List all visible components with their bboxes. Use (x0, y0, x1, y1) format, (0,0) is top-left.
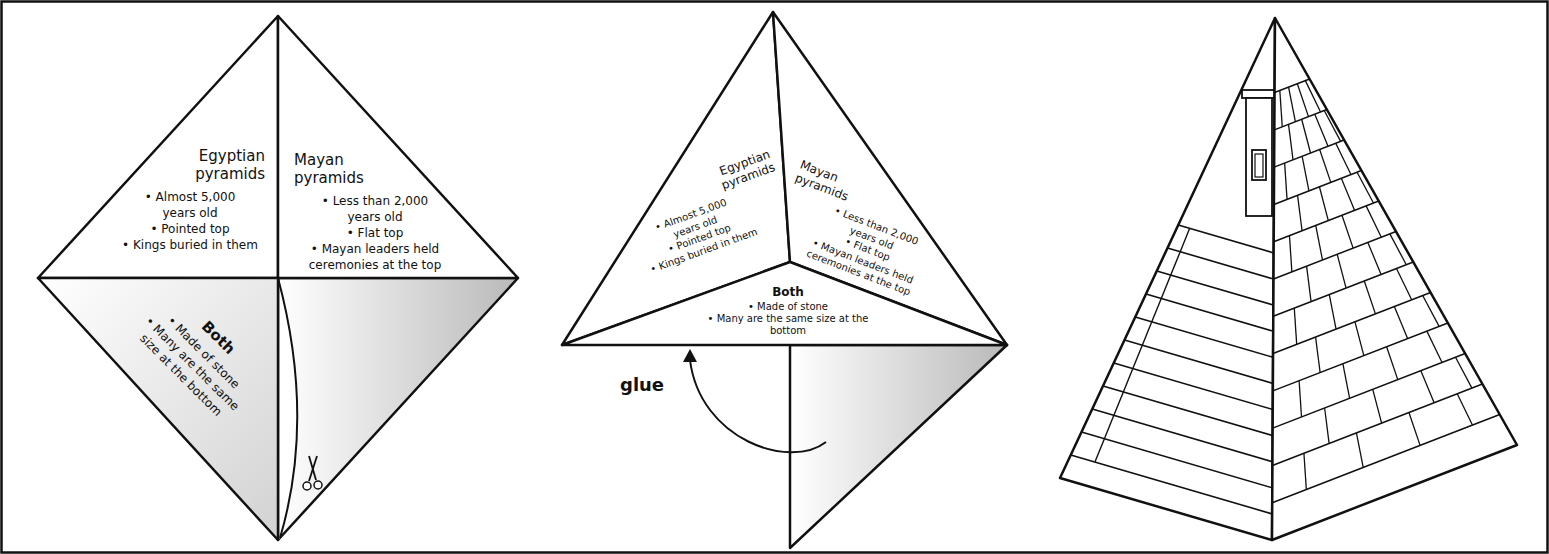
bullet-text: • Flat top (347, 225, 404, 241)
glue-flap (790, 345, 1007, 548)
face-shape (278, 16, 518, 278)
bullet-text: • Less than 2,000 years old (315, 193, 435, 225)
face-shape (38, 16, 278, 278)
cut-line (278, 278, 297, 538)
net-triangle: Egyptian pyramids • Almost 5,000 years ol… (38, 16, 278, 278)
net-triangle: Both• Made of stone• Many are the same s… (38, 278, 278, 540)
heading-text: Egyptian pyramids (187, 147, 265, 183)
pyramid-face: Both • Made of stone• Many are the same s… (562, 262, 1007, 345)
bullet-text: • Almost 5,000 years old (140, 189, 240, 221)
heading-text: Mayan pyramids (294, 151, 372, 187)
heading-text: Both (772, 286, 804, 299)
temple-icon (1242, 90, 1274, 216)
bullet-text: • Made of stone (748, 301, 828, 313)
pyramid-left-face (1060, 18, 1275, 540)
glue-arrowhead (683, 349, 697, 362)
pyramid-steps (1071, 225, 1274, 514)
bullet-text: • Kings buried in them (122, 237, 258, 253)
face-text: Both • Made of stone• Many are the same s… (688, 286, 888, 337)
glue-arrow (690, 360, 826, 452)
face-text: Mayan pyramids • Less than 2,000 years ol… (280, 151, 470, 273)
face-shape (562, 262, 1007, 345)
annotation-label: glue (620, 374, 664, 395)
bullet-text: • Mayan leaders held ceremonies at the t… (300, 241, 450, 273)
face-shape (38, 278, 278, 540)
cut-strip (278, 278, 297, 540)
bullet-text: • Many are the same size at the bottom (698, 313, 878, 337)
net-triangle: Mayan pyramids • Less than 2,000 years ol… (278, 16, 518, 278)
pyramid-bricks (1272, 79, 1500, 503)
bullet-text: • Pointed top (150, 221, 229, 237)
scissors-icon (303, 456, 322, 490)
cut-triangle (278, 278, 518, 540)
face-text: Egyptian pyramids • Almost 5,000 years ol… (105, 147, 275, 253)
pyramid-right-face (1272, 18, 1517, 540)
